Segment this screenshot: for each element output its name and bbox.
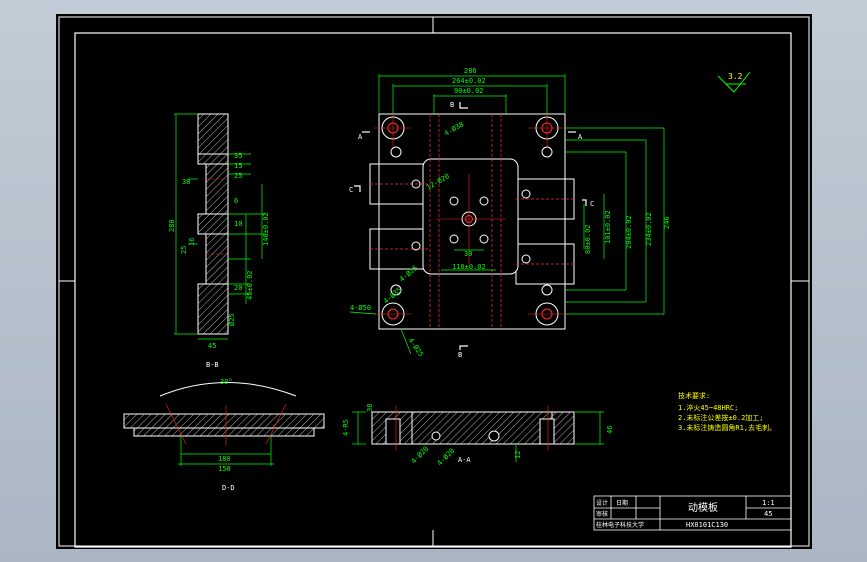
bb-dim-r4: 6 [234,197,238,205]
tb-check-label: 审核 [596,510,608,518]
bb-dim-mid: 146±0.02 [262,212,270,246]
aa-dim-bottom: 12 [514,451,522,459]
drawing-sheet: 3.2 [56,14,812,549]
tb-date-label: 日期 [616,499,628,507]
tb-drawing-no: HX0101C130 [686,521,728,529]
section-marker-b-bottom: B [458,351,462,359]
tb-part-name: 动模板 [688,501,718,514]
section-marker-a-right: A [578,133,583,141]
bb-dim-height: 280 [168,219,176,232]
aa-hole-1 [431,431,441,441]
dim-bottom-width: 110±0.02 [452,263,486,271]
dim-right-4: 246 [663,216,671,229]
dim-right-2: 204±0.02 [625,215,633,249]
bb-dim-bottom: 45 [208,342,216,350]
dim-overall-width: 286 [464,67,477,75]
notes-item-1: 1.淬火45~48HRC; [678,403,738,412]
aa-dim-r: 4-R5 [342,419,350,436]
dd-dim-outer: 150 [218,465,231,473]
plan-view: 286 264±0.02 90±0.02 101±0.02 204±0.02 2… [349,67,671,359]
notes-title: 技术要求: [678,391,710,400]
bb-dim-r1: 35 [234,152,242,160]
bb-dim-r5: 10 [234,220,242,228]
dim-bl-holes: 4-Ø25 [398,264,419,284]
screw-hole-1 [390,146,402,158]
bb-dim-l2: 16 [188,238,196,246]
bb-dim-l1: 25 [180,246,188,254]
dim-hole-spacing: 264±0.02 [452,77,486,85]
bb-dim-low: 45±0.02 [246,270,254,300]
dd-dim-inner: 180 [218,455,231,463]
aa-dim-hole-2: 4-Ø20 [436,447,457,468]
section-marker-c-left: C [349,186,353,194]
mold-plate-drawing: 3.2 [58,16,810,548]
section-dd: 30° 180 150 D-D [123,378,325,492]
bb-dim-r: 20 [234,284,242,292]
aa-dim-t: 38 [366,404,374,412]
dim-right-1: 101±0.02 [604,210,612,244]
drawing-frame [58,16,810,548]
bb-dim-r3: 25 [234,172,242,180]
screw-hole-2 [541,146,553,158]
tb-material: 45 [764,510,772,518]
aa-label: A-A [458,456,471,464]
dim-right-3: 234±0.02 [645,212,653,246]
dd-dim-angle: 30° [220,378,233,386]
notes-item-3: 3.未标注铸造圆角R1,去毛刺。 [678,423,776,432]
bb-dim-t: 38 [182,178,190,186]
dim-inner-width: 90±0.02 [454,87,484,95]
tb-school: 桂林电子科技大学 [596,521,644,529]
technical-notes: 技术要求: 1.淬火45~48HRC; 2.未标注公差按±0.2加工; 3.未标… [678,391,776,432]
aa-dim-right: 46 [606,426,614,434]
notes-item-2: 2.未标注公差按±0.2加工; [678,413,764,422]
title-block: 设计 日期 审核 桂林电子科技大学 动模板 1:1 45 HX0101C130 [593,495,792,531]
section-bb: 280 25 16 38 35 15 25 6 10 146±0.02 45±0… [168,113,270,369]
dim-hole-top: 4-Ø38 [443,120,465,137]
bb-dim-r2: 15 [234,162,242,170]
aa-hole-2 [488,430,500,442]
section-marker-b-top: B [450,101,454,109]
section-aa: 4-R5 38 46 4-Ø20 4-Ø20 12 A-A [342,404,614,468]
section-marker-c-right: C [590,200,594,208]
dim-bl-extra: 4-Ø25 [406,337,425,359]
screw-hole-4 [541,284,553,296]
dim-bl-counterbore: 4-Ø50 [350,304,371,312]
screw-hole-3 [390,284,402,296]
bb-label: B-B [206,361,219,369]
dim-spacing: 30 [464,250,472,258]
tb-design-label: 设计 [596,499,608,507]
dim-inner-side: 80±0.02 [584,224,592,254]
section-marker-a-left: A [358,133,363,141]
surface-finish-value: 3.2 [728,72,743,81]
cavity-pocket [422,158,519,275]
plate-outline [378,113,566,330]
dd-label: D-D [222,484,235,492]
tb-scale: 1:1 [762,499,775,507]
surface-finish-symbol: 3.2 [717,71,751,93]
aa-dim-hole: 4-Ø20 [410,445,431,466]
bb-dim-ph: Ø25 [228,313,236,326]
